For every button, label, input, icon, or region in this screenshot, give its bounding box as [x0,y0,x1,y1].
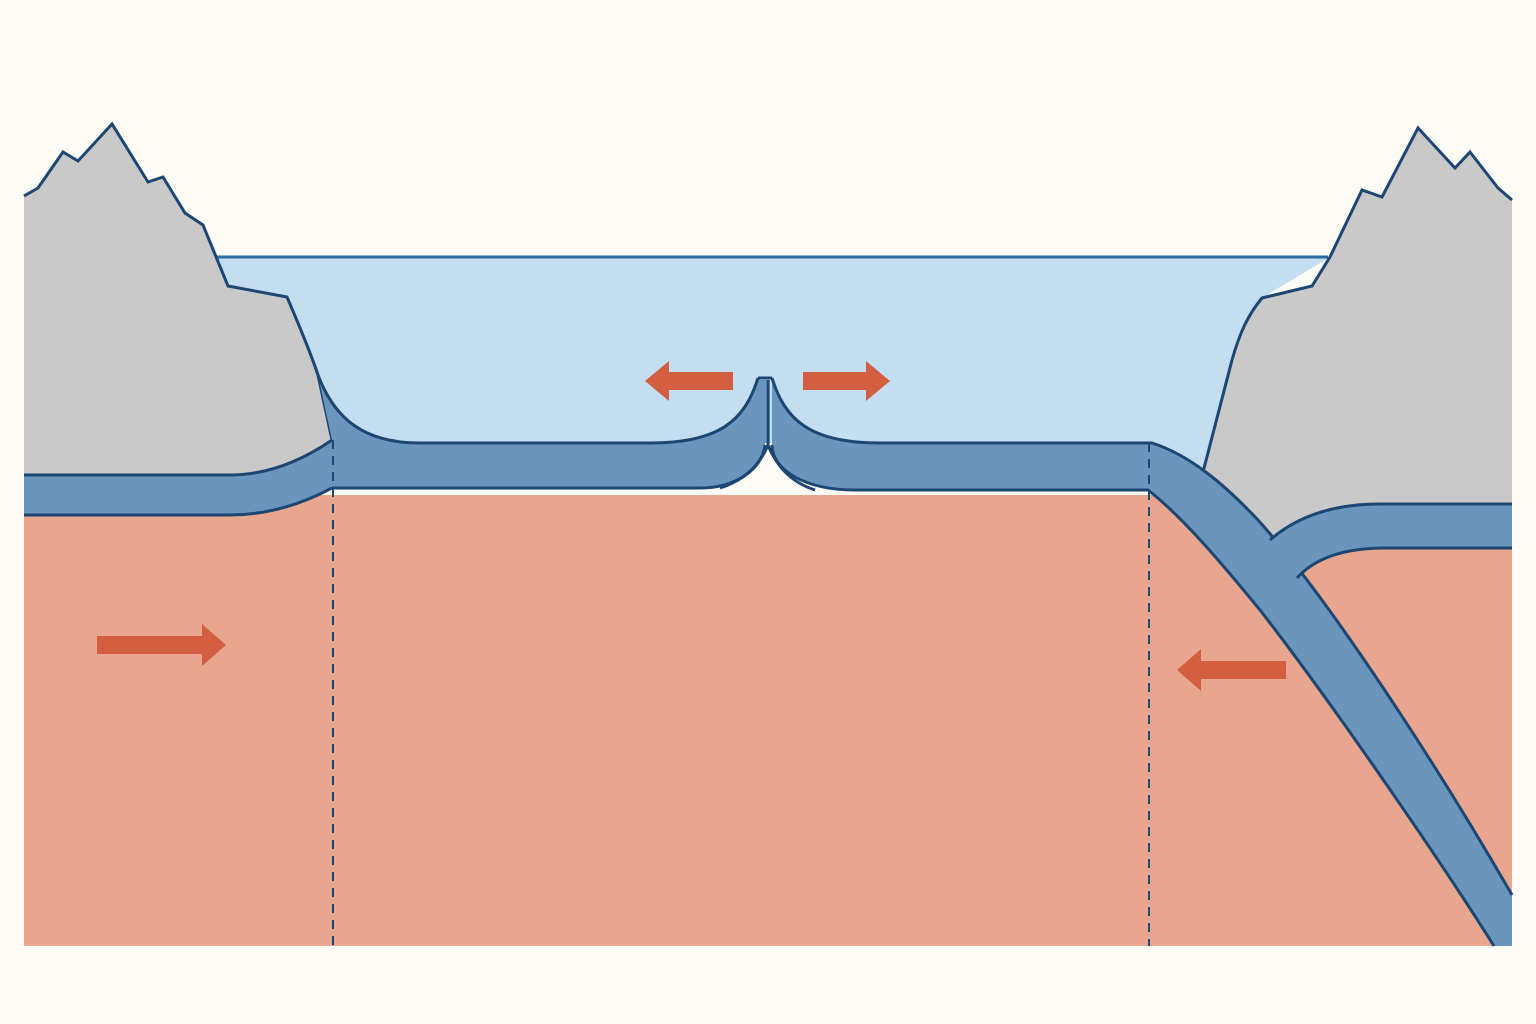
oceanic-plate-left [318,375,765,488]
ocean [215,257,1330,475]
arrow-ridge-spread-right [803,361,890,401]
continent-left [24,124,332,475]
arrow-mantle-flow-left [97,624,226,666]
continent-left-outline [23,121,334,441]
oceanic-plate-right-outline [770,377,1514,947]
continent-right-outline [1200,125,1513,477]
plate-right-continental [1270,504,1512,578]
ridge-crest-cap [760,379,770,443]
plate-left-continental [24,440,332,515]
mid-ocean-ridge [719,376,816,492]
plate-right-continental-outline [1269,502,1512,580]
continent-right [1202,128,1512,540]
arrow-mantle-flow-right [1177,649,1286,691]
arrow-ridge-spread-left [645,361,733,401]
plate-left-continental-outline [24,438,333,517]
